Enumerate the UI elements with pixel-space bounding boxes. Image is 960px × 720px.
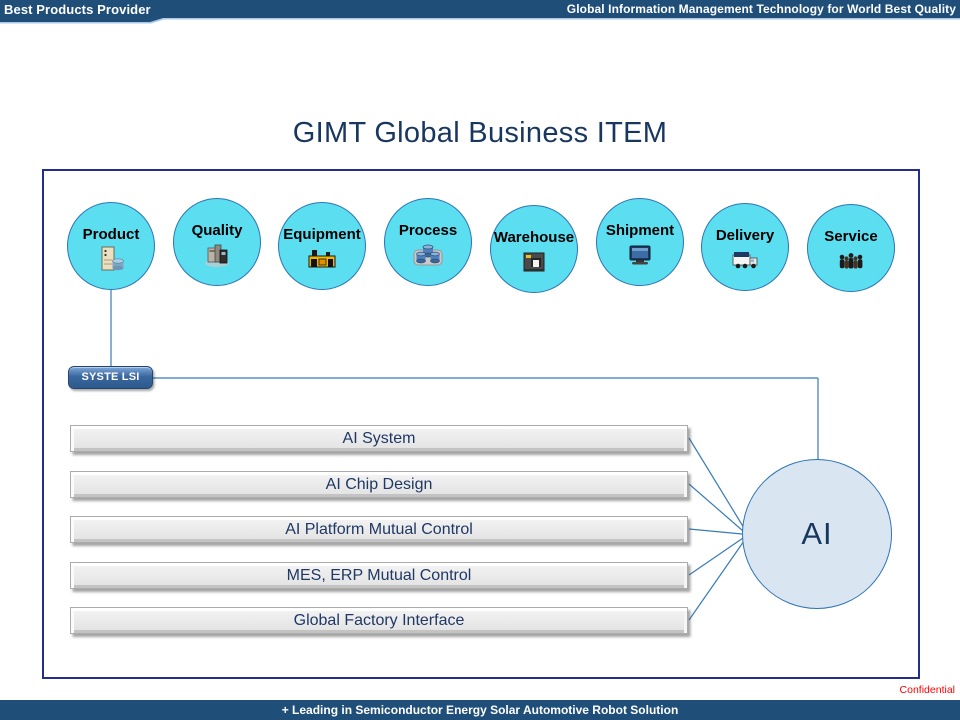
shipment-icon <box>626 240 654 270</box>
circle-label: Service <box>824 228 878 245</box>
circle-label: Shipment <box>605 222 675 239</box>
circle-label: Quality <box>191 222 243 239</box>
circle-label: Product <box>82 226 140 243</box>
header-bar <box>0 0 960 22</box>
circle-shipment: Shipment <box>596 198 684 286</box>
footer-banner: + Leading in Semiconductor Energy Solar … <box>0 700 960 720</box>
circle-label: Equipment <box>283 226 361 243</box>
circle-warehouse: Warehouse <box>490 205 578 293</box>
equipment-icon <box>306 244 338 274</box>
ai-circle: AI <box>742 459 892 609</box>
bar-ai-platform-mutual-control: AI Platform Mutual Control <box>70 516 688 543</box>
service-icon <box>836 246 866 276</box>
quality-icon <box>202 240 232 270</box>
circle-product: Product <box>67 202 155 290</box>
warehouse-icon <box>520 247 548 277</box>
circle-label: Warehouse <box>493 229 575 246</box>
bar-ai-system: AI System <box>70 425 688 452</box>
delivery-icon <box>730 245 760 275</box>
header-left-text: Best Products Provider <box>4 2 151 17</box>
header-right-text: Global Information Management Technology… <box>566 2 956 16</box>
circle-equipment: Equipment <box>278 202 366 290</box>
bar-mes-erp-mutual-control: MES, ERP Mutual Control <box>70 562 688 589</box>
bar-global-factory-interface: Global Factory Interface <box>70 607 688 634</box>
confidential-note: Confidential <box>899 684 955 696</box>
page-title: GIMT Global Business ITEM <box>292 117 668 149</box>
syste-lsi-badge: SYSTE LSI <box>68 366 153 389</box>
product-icon <box>96 244 126 274</box>
circle-delivery: Delivery <box>701 203 789 291</box>
circle-label: Process <box>398 222 458 239</box>
ai-label: AI <box>801 516 833 551</box>
process-icon <box>412 240 444 270</box>
circle-label: Delivery <box>715 227 775 244</box>
bar-ai-chip-design: AI Chip Design <box>70 471 688 498</box>
circle-service: Service <box>807 204 895 292</box>
circle-quality: Quality <box>173 198 261 286</box>
circle-process: Process <box>384 198 472 286</box>
